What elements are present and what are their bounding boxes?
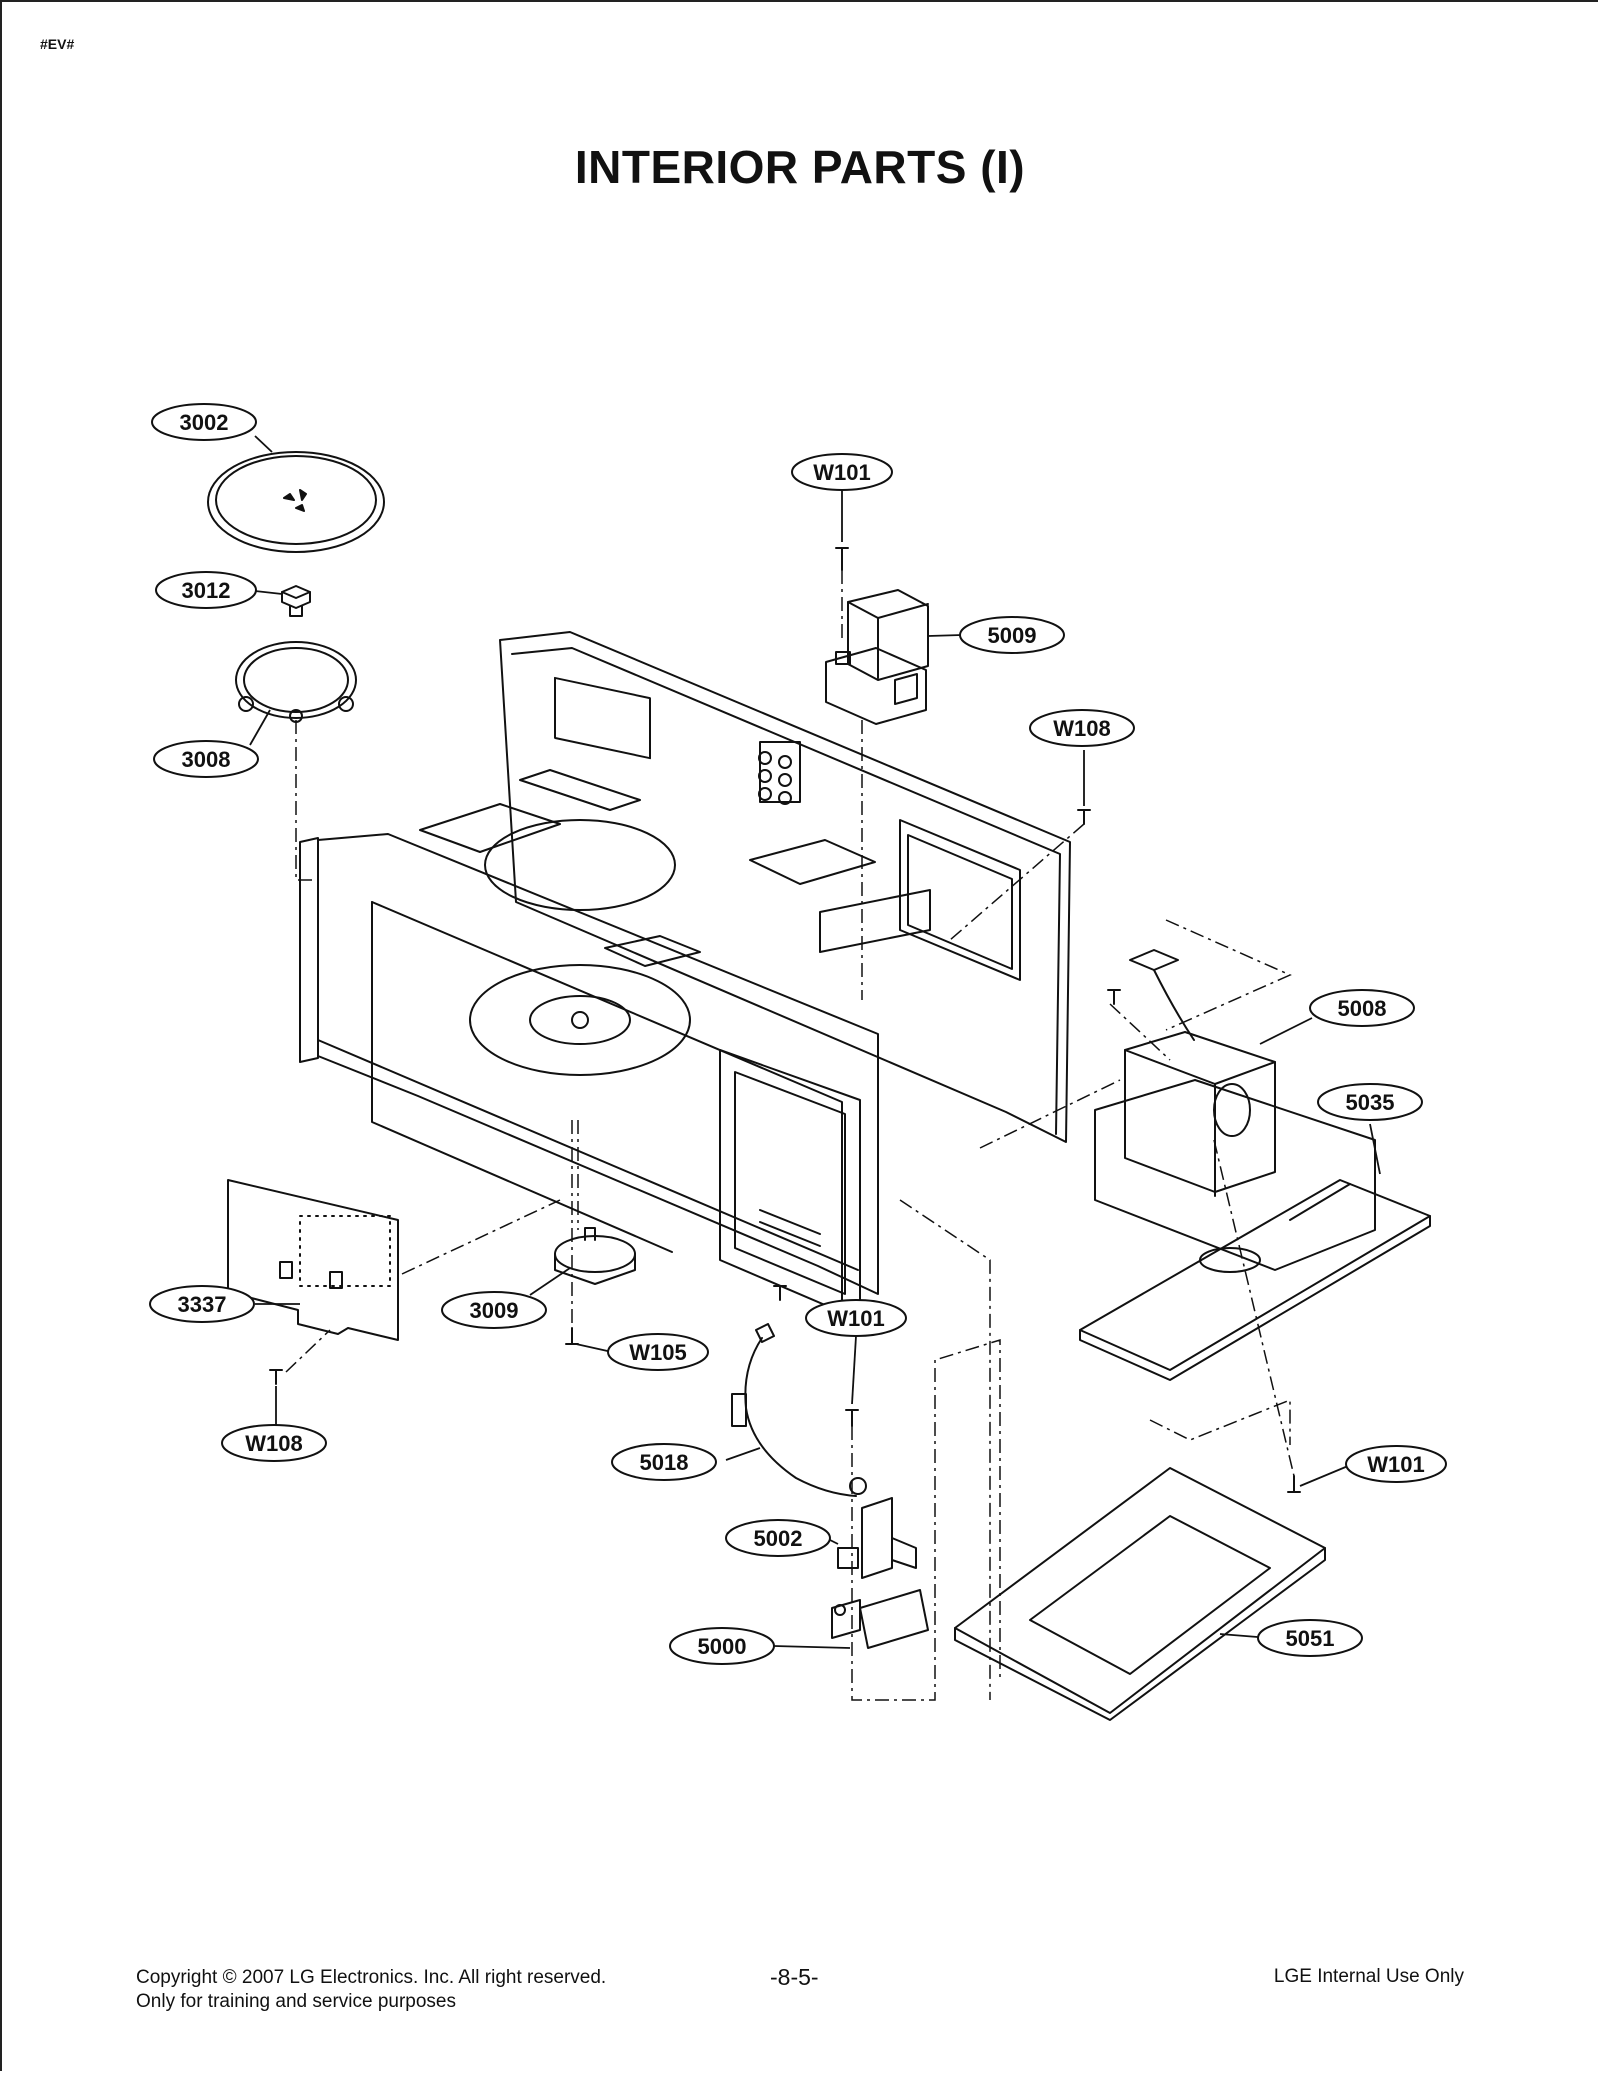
svg-text:W108: W108: [1053, 716, 1110, 741]
document-tag: #EV#: [40, 36, 75, 52]
page-title: INTERIOR PARTS (I): [574, 141, 1026, 193]
footer-purpose: Only for training and service purposes: [136, 1991, 456, 2012]
shield-plate: [227, 1179, 399, 1341]
roller-ring: [235, 641, 357, 723]
svg-text:5002: 5002: [754, 1526, 803, 1551]
svg-text:W101: W101: [827, 1306, 884, 1331]
callout-w101-mid: W101: [805, 1299, 907, 1337]
hv-transformer: [1094, 949, 1376, 1271]
interlock-switch: [831, 1589, 929, 1649]
callout-3008: 3008: [153, 740, 259, 778]
callout-5051: 5051: [1257, 1619, 1363, 1657]
screw-w105: [565, 1327, 579, 1345]
footer-copyright-block: Copyright © 2007 LG Electronics. Inc. Al…: [136, 1966, 606, 2014]
callout-w101-bottom: W101: [1345, 1445, 1447, 1483]
turntable-coupler: [281, 585, 311, 617]
callout-w101-top: W101: [791, 453, 893, 491]
callout-w108-top: W108: [1029, 709, 1135, 747]
page-number: -8-5-: [770, 1964, 819, 1990]
turntable-motor: [554, 1227, 636, 1285]
screw-w101-right: [1287, 1475, 1301, 1493]
callout-3012: 3012: [155, 571, 257, 609]
callout-3002: 3002: [151, 403, 257, 441]
turntable-tray: [207, 451, 385, 553]
screw-mid: [1107, 989, 1121, 1005]
callout-5035: 5035: [1317, 1083, 1423, 1121]
svg-text:3009: 3009: [470, 1298, 519, 1323]
callout-w105: W105: [607, 1333, 709, 1371]
base-plate: [1079, 1179, 1431, 1381]
footer-internal-note: LGE Internal Use Only: [1273, 1966, 1464, 1987]
bottom-cover: [954, 1467, 1326, 1721]
switch-bracket: [837, 1497, 917, 1579]
svg-text:W108: W108: [245, 1431, 302, 1456]
screw-frame: [773, 1285, 787, 1301]
svg-text:5008: 5008: [1338, 996, 1387, 1021]
callout-5008: 5008: [1309, 989, 1415, 1027]
screw-w108-right: [1077, 809, 1091, 825]
svg-text:3337: 3337: [178, 1292, 227, 1317]
side-bracket-frame: [719, 1049, 861, 1321]
screw-w101-mid: [845, 1409, 859, 1427]
callout-5000: 5000: [669, 1627, 775, 1665]
svg-text:W101: W101: [813, 460, 870, 485]
svg-text:5051: 5051: [1286, 1626, 1335, 1651]
screw-w108-left: [269, 1369, 283, 1385]
svg-text:W105: W105: [629, 1340, 686, 1365]
svg-text:W101: W101: [1367, 1452, 1424, 1477]
screw-w101-top: [835, 547, 849, 571]
oven-cavity-frame: [299, 631, 1071, 1303]
hv-capacitor: [825, 589, 929, 725]
svg-text:5035: 5035: [1346, 1090, 1395, 1115]
svg-text:5018: 5018: [640, 1450, 689, 1475]
callout-5002: 5002: [725, 1519, 831, 1557]
callout-5018: 5018: [611, 1443, 717, 1481]
callout-w108-bottom: W108: [221, 1424, 327, 1462]
footer-copyright: Copyright © 2007 LG Electronics. Inc. Al…: [136, 1967, 607, 1988]
callout-3337: 3337: [149, 1285, 255, 1323]
callout-5009: 5009: [959, 616, 1065, 654]
callout-3009: 3009: [441, 1291, 547, 1329]
svg-text:3008: 3008: [182, 747, 231, 772]
svg-text:5000: 5000: [698, 1634, 747, 1659]
svg-text:3012: 3012: [182, 578, 231, 603]
svg-text:5009: 5009: [988, 623, 1037, 648]
svg-text:3002: 3002: [180, 410, 229, 435]
wire-harness: [731, 1323, 867, 1497]
